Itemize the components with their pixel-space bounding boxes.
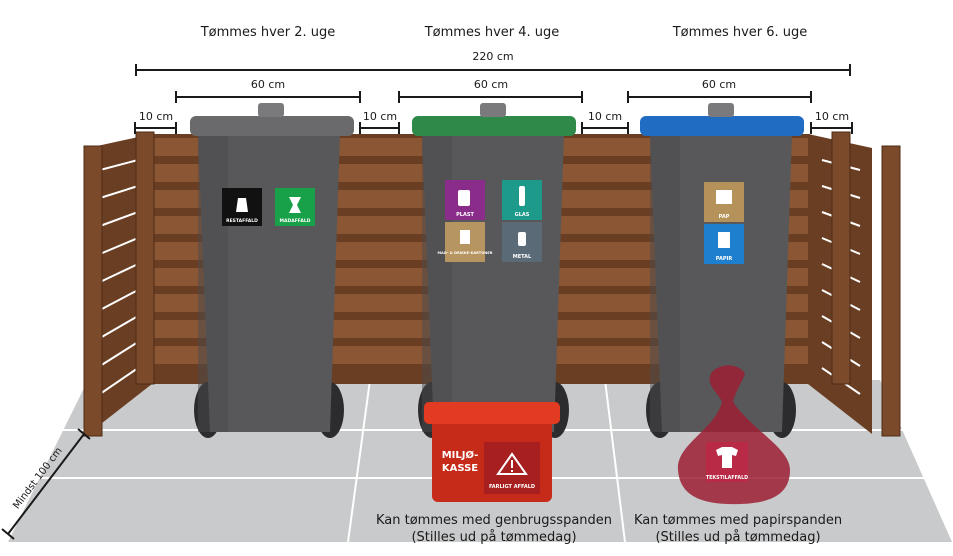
bag-caption: Kan tømmes med papirspanden (Stilles ud …: [634, 512, 842, 546]
miljokasse-caption: Kan tømmes med genbrugsspanden (Stilles …: [376, 512, 612, 546]
textile-bag: [677, 365, 790, 505]
right-fence: [808, 131, 901, 437]
bottle-icon: [458, 190, 470, 206]
bin2-frequency: Tømmes hver 4. uge: [424, 25, 560, 40]
sticker-papir: PAPIR: [716, 256, 733, 262]
bin1-width-label: 60 cm: [250, 78, 286, 91]
bin-restaffald: [190, 103, 354, 438]
gap3-label: 10 cm: [587, 110, 623, 123]
miljokasse-caption-line2: (Stilles ud på tømmedag): [411, 530, 577, 545]
sticker-glas: GLAS: [515, 212, 530, 218]
gap4-label: 10 cm: [814, 110, 850, 123]
miljokasse-box: [424, 402, 560, 502]
bag-caption-line1: Kan tømmes med papirspanden: [633, 513, 843, 528]
miljokasse-caption-line1: Kan tømmes med genbrugsspanden: [375, 513, 613, 528]
bin-genbrug: [412, 103, 576, 438]
apple-core-icon: [289, 197, 301, 213]
miljokasse-title-1: MILJØ-: [442, 449, 479, 461]
bin3-width-label: 60 cm: [701, 78, 737, 91]
bin-papir: [640, 103, 804, 438]
sticker-restaffald: RESTAFFALD: [226, 218, 258, 224]
carton-icon: [460, 230, 470, 244]
sticker-metal: METAL: [513, 254, 532, 260]
trash-bag-icon: [236, 198, 248, 212]
sticker-mad-drikke: MAD- & DRIKKE-KARTONER: [437, 251, 492, 255]
bin3-frequency: Tømmes hver 6. uge: [672, 25, 808, 40]
sticker-plast: PLAST: [456, 212, 474, 218]
sticker-madaffald: MADAFFALD: [280, 218, 311, 224]
left-fence: [83, 131, 155, 437]
miljokasse-title-2: KASSE: [442, 463, 478, 474]
gap2-label: 10 cm: [362, 110, 398, 123]
bag-label: TEKSTILAFFALD: [706, 475, 748, 481]
gap1-label: 10 cm: [138, 110, 174, 123]
bin2-width-label: 60 cm: [473, 78, 509, 91]
can-icon: [518, 232, 526, 246]
sticker-pap: PAP: [719, 214, 730, 220]
dimension-lines: [1, 64, 853, 540]
paper-icon: [718, 232, 730, 248]
glass-bottle-icon: [519, 186, 525, 206]
box-icon: [716, 190, 732, 204]
bin1-frequency: Tømmes hver 2. uge: [200, 25, 336, 40]
total-width-label: 220 cm: [472, 50, 514, 63]
miljokasse-warning: FARLIGT AFFALD: [489, 484, 535, 490]
sticker-icons: [236, 186, 732, 248]
bag-caption-line2: (Stilles ud på tømmedag): [655, 530, 821, 545]
